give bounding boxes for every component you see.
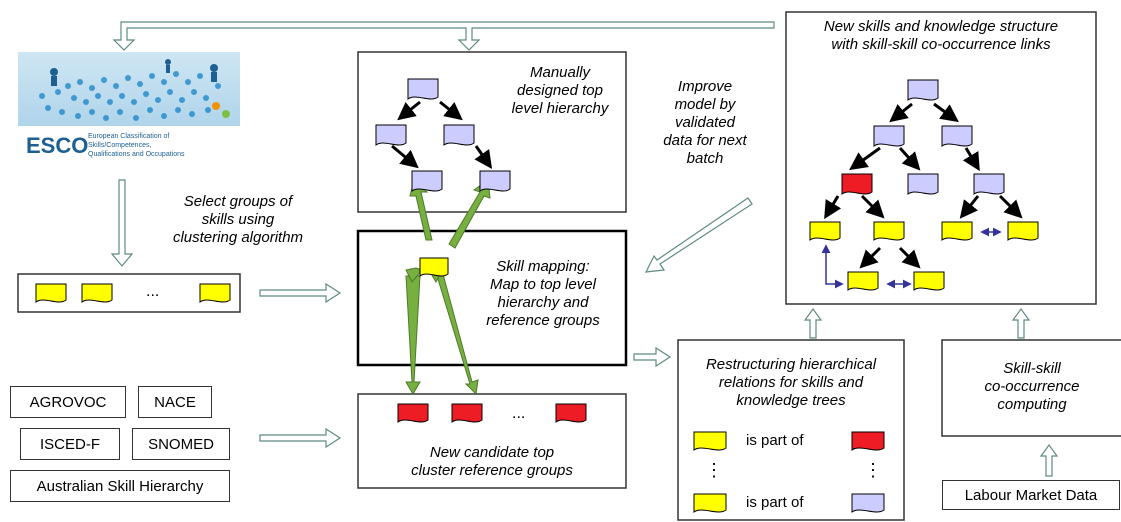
improve-model-label: Improve model by validated data for next… <box>663 78 747 167</box>
svg-text:Skills/Competences,: Skills/Competences, <box>88 142 151 149</box>
skills-ellipsis: ... <box>146 283 160 300</box>
candidate-groups-label: New candidate top cluster reference grou… <box>411 444 573 479</box>
card <box>407 78 439 100</box>
source-snomed: SNOMED <box>132 428 230 460</box>
svg-text:ESCO: ESCO <box>26 133 88 158</box>
esco-logo-image: ESCO European Classification of Skills/C… <box>18 52 240 164</box>
vdots-right: ⋮ <box>864 460 882 480</box>
candidate-groups-box <box>357 393 627 489</box>
manual-hierarchy-label: Manually designed top level hierarchy <box>511 64 609 117</box>
restructuring-box <box>677 339 905 521</box>
cooccurrence-box <box>941 339 1121 437</box>
cooccurrence-label: Skill-skill co-occurrence computing <box>984 360 1080 413</box>
svg-text:Qualifications and Occupations: Qualifications and Occupations <box>88 151 185 158</box>
skill-mapping-box <box>356 229 628 367</box>
source-isced: ISCED-F <box>20 428 120 460</box>
vdots-left: ⋮ <box>705 460 723 480</box>
skills-group-box <box>17 273 241 313</box>
svg-text:European Classification of: European Classification of <box>88 133 169 140</box>
source-labour-market: Labour Market Data <box>942 480 1120 510</box>
new-structure-label: New skills and knowledge structure with … <box>823 18 1059 53</box>
is-part-of-label-1: is part of <box>746 432 804 449</box>
source-agrovoc: AGROVOC <box>10 386 126 418</box>
select-groups-label: Select groups of skills using clustering… <box>172 193 304 246</box>
restructuring-label: Restructuring hierarchical relations for… <box>705 356 877 409</box>
manual-hierarchy-box <box>357 51 627 213</box>
source-australian: Australian Skill Hierarchy <box>10 470 230 502</box>
is-part-of-label-2: is part of <box>746 494 804 511</box>
source-nace: NACE <box>138 386 212 418</box>
skill-mapping-label: Skill mapping: Map to top level hierarch… <box>486 258 600 329</box>
new-structure-box <box>785 11 1097 305</box>
candidates-ellipsis: ... <box>512 405 526 422</box>
